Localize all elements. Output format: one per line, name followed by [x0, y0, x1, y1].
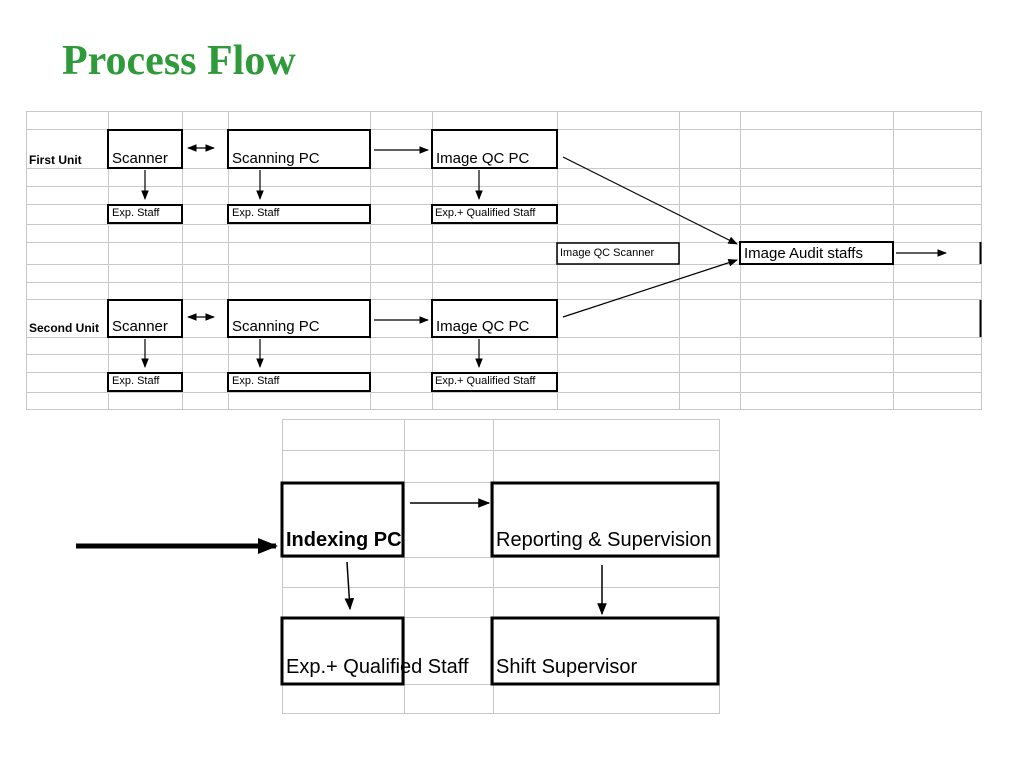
box-scanning-pc-staff-1: [227, 204, 371, 224]
scanner-label-1: Scanner: [112, 150, 168, 167]
box-scanner-staff-2: [107, 372, 183, 392]
scanner-staff-label-2: Exp. Staff: [112, 375, 160, 387]
indexing-staff-label: Exp.+ Qualified Staff: [286, 656, 469, 678]
box-scanning-pc-1: [227, 129, 371, 169]
box-image-qc-staff-2: [431, 372, 558, 392]
image-qc-pc-label-1: Image QC PC: [436, 150, 530, 167]
box-scanner-staff-1: [107, 204, 183, 224]
scanner-staff-label-1: Exp. Staff: [112, 207, 160, 219]
box-scanning-pc-staff-2: [227, 372, 371, 392]
page-title: Process Flow: [62, 38, 296, 84]
scanning-pc-staff-label-1: Exp. Staff: [232, 207, 280, 219]
box-scanner-2: [107, 299, 183, 338]
image-qc-pc-label-2: Image QC PC: [436, 318, 530, 335]
box-indexing-staff: [280, 616, 405, 686]
image-audit-label: Image Audit staffs: [744, 245, 863, 262]
shift-supervisor-label: Shift Supervisor: [496, 656, 638, 678]
box-reporting: [490, 481, 720, 558]
first-unit-label: First Unit: [29, 153, 82, 167]
box-image-qc-pc-1: [431, 129, 558, 169]
scanning-pc-label-2: Scanning PC: [232, 318, 320, 335]
second-unit-label: Second Unit: [29, 321, 100, 335]
box-shift-supervisor: [490, 616, 720, 686]
indexing-pc-label: Indexing PC: [286, 529, 402, 551]
scanning-pc-staff-label-2: Exp. Staff: [232, 375, 280, 387]
box-scanning-pc-2: [227, 299, 371, 338]
box-image-qc-staff-1: [431, 204, 558, 224]
image-qc-scanner-label: Image QC Scanner: [560, 247, 655, 259]
box-scanner-1: [107, 129, 183, 169]
scanner-label-2: Scanner: [112, 318, 168, 335]
box-image-qc-scanner: [556, 242, 680, 265]
reporting-label: Reporting & Supervision: [496, 529, 712, 551]
box-indexing-pc: [280, 481, 405, 558]
box-image-audit: [739, 241, 894, 265]
box-image-qc-pc-2: [431, 299, 558, 338]
image-qc-staff-label-2: Exp.+ Qualified Staff: [435, 375, 536, 387]
arrow-qc-to-audit-1: [562, 156, 738, 245]
image-qc-staff-label-1: Exp.+ Qualified Staff: [435, 207, 536, 219]
arrow-qc-to-audit-2: [562, 259, 738, 318]
scanning-pc-label-1: Scanning PC: [232, 150, 320, 167]
arrow-indexing-down: [344, 561, 355, 611]
